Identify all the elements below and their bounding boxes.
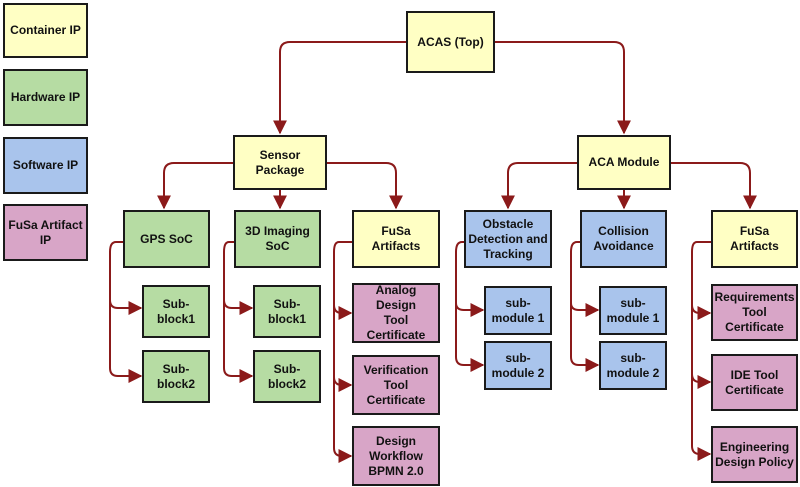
edge-img-sub1 <box>223 241 254 315</box>
edge-gps-sub2 <box>109 300 143 383</box>
edge-sensor-gps <box>157 162 236 210</box>
legend-container-ip: Container IP <box>3 3 88 58</box>
node-imaging-subblock2: Sub- block2 <box>253 350 321 403</box>
edge-fusa2-policy <box>691 374 712 461</box>
node-design-workflow-bpmn: Design Workflow BPMN 2.0 <box>352 426 440 486</box>
node-obstacle-submodule2: sub- module 2 <box>484 341 552 390</box>
node-verification-tool-certificate: Verification Tool Certificate <box>352 355 440 415</box>
node-acas-top: ACAS (Top) <box>406 11 495 73</box>
node-obstacle-detection: Obstacle Detection and Tracking <box>464 210 552 268</box>
edge-ca-sub2 <box>570 303 600 372</box>
edge-fusa-analog <box>333 241 353 320</box>
edge-od-sub2 <box>455 303 485 372</box>
edge-fusa-verif <box>333 305 353 392</box>
edge-acas-aca <box>495 41 631 135</box>
edge-acas-sensor <box>273 41 406 135</box>
legend-hardware-ip: Hardware IP <box>3 69 88 126</box>
legend-fusa-ip: FuSa Artifact IP <box>3 204 88 261</box>
edge-aca-fusa <box>671 162 757 210</box>
edge-ca-sub1 <box>570 241 600 317</box>
edge-fusa2-req <box>691 241 712 320</box>
edge-fusa-design <box>333 377 353 463</box>
node-analog-design-tool-certificate: Analog Design Tool Certificate <box>352 283 440 343</box>
node-collision-submodule1: sub- module 1 <box>599 286 667 335</box>
node-requirements-tool-certificate: Requirements Tool Certificate <box>711 284 798 341</box>
node-3d-imaging-soc: 3D Imaging SoC <box>234 210 321 268</box>
node-collision-avoidance: Collision Avoidance <box>580 210 667 268</box>
edge-od-sub1 <box>455 241 485 317</box>
edge-gps-sub1 <box>109 241 143 315</box>
node-obstacle-submodule1: sub- module 1 <box>484 286 552 335</box>
edge-fusa2-ide <box>691 305 712 389</box>
edge-sensor-fusa <box>327 162 403 210</box>
edge-img-sub2 <box>223 300 254 383</box>
node-gps-subblock1: Sub- block1 <box>142 285 210 338</box>
node-collision-submodule2: sub- module 2 <box>599 341 667 390</box>
legend-software-ip: Software IP <box>3 137 88 194</box>
node-aca-module: ACA Module <box>577 135 671 190</box>
node-fusa-artifacts-aca: FuSa Artifacts <box>711 210 798 268</box>
node-engineering-design-policy: Engineering Design Policy <box>711 426 798 483</box>
node-gps-subblock2: Sub- block2 <box>142 350 210 403</box>
edge-aca-obstacle <box>501 162 577 210</box>
node-ide-tool-certificate: IDE Tool Certificate <box>711 354 798 411</box>
node-gps-soc: GPS SoC <box>123 210 210 268</box>
node-fusa-artifacts-sensor: FuSa Artifacts <box>352 210 440 268</box>
node-sensor-package: Sensor Package <box>233 135 327 190</box>
node-imaging-subblock1: Sub- block1 <box>253 285 321 338</box>
